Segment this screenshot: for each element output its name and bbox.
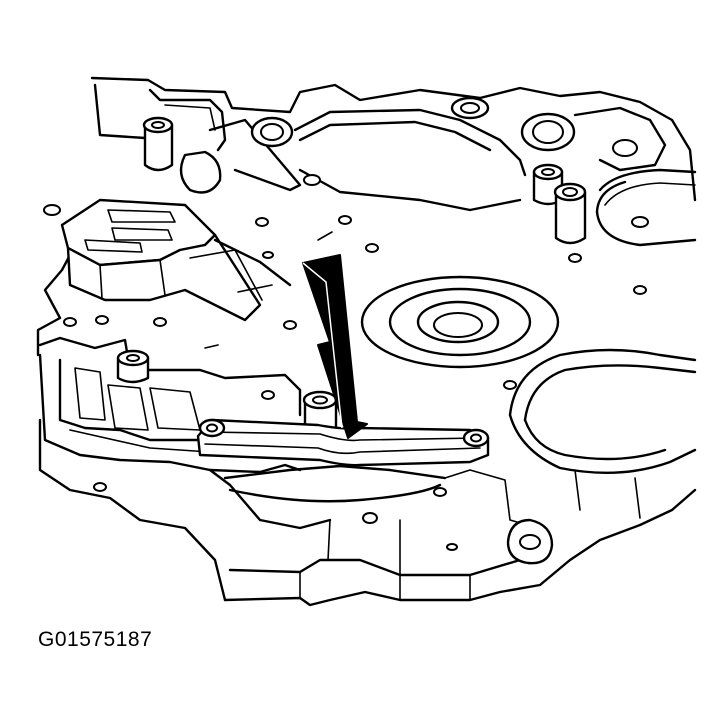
upper-left-chamber <box>93 83 302 194</box>
upper-right-bosses <box>520 106 697 247</box>
bolt-holes <box>63 215 647 551</box>
left-raised-pad <box>43 198 292 322</box>
bracket-plate <box>196 418 490 467</box>
lower-left-channels <box>38 336 302 474</box>
figure-code: G01575187 <box>38 628 153 651</box>
lower-center-channel <box>208 464 554 576</box>
central-bore <box>360 275 560 369</box>
callout-arrow <box>302 254 368 439</box>
upper-middle-chamber <box>250 96 527 212</box>
right-large-bore <box>508 348 697 519</box>
plate-outline <box>36 76 697 607</box>
